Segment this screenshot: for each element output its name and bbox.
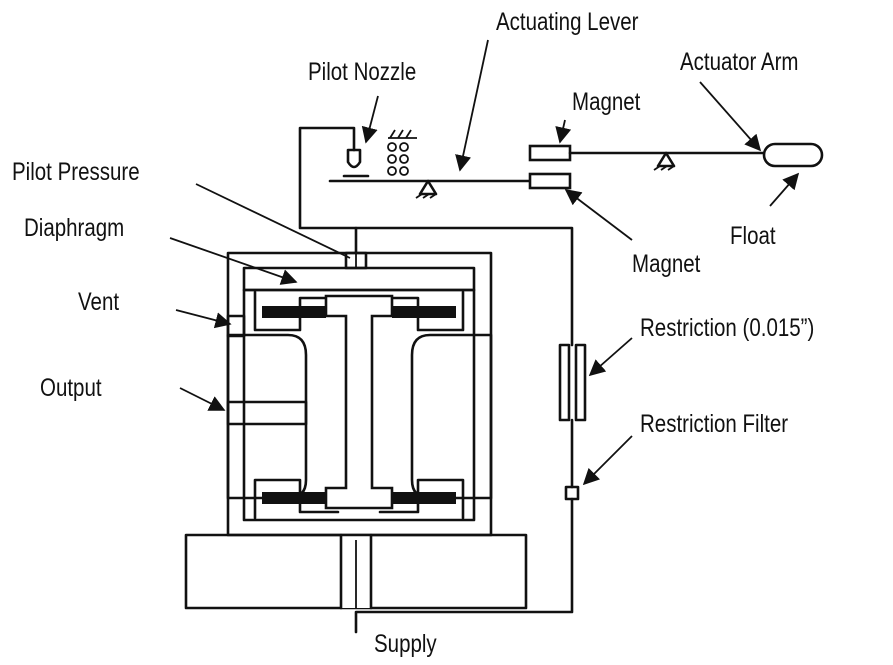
label-actuator-arm: Actuator Arm	[680, 47, 798, 75]
label-restriction-filter: Restriction Filter	[640, 409, 788, 437]
label-diaphragm: Diaphragm	[24, 213, 124, 241]
float	[762, 142, 824, 168]
base-block	[184, 533, 528, 610]
leader-lines	[169, 39, 800, 486]
magnet-bottom	[528, 172, 572, 190]
label-magnet-top: Magnet	[572, 87, 641, 115]
actuating-lever	[328, 179, 532, 199]
actuator-arm	[568, 151, 768, 171]
labels: Actuating Lever Pilot Nozzle Actuator Ar…	[12, 7, 814, 657]
pilot-piping	[298, 126, 587, 634]
label-vent: Vent	[78, 287, 120, 315]
label-magnet-bottom: Magnet	[632, 249, 701, 277]
diaphragm-spool	[253, 290, 465, 520]
nozzle-vent-symbol	[387, 129, 417, 176]
label-restriction: Restriction (0.015”)	[640, 313, 814, 341]
label-supply: Supply	[374, 629, 437, 657]
pilot-nozzle	[342, 129, 417, 178]
label-pilot-nozzle: Pilot Nozzle	[308, 57, 416, 85]
magnet-top	[528, 144, 572, 162]
label-pilot-pressure: Pilot Pressure	[12, 157, 140, 185]
label-float: Float	[730, 221, 776, 249]
label-output: Output	[40, 373, 102, 401]
label-actuating-lever: Actuating Lever	[496, 7, 639, 35]
